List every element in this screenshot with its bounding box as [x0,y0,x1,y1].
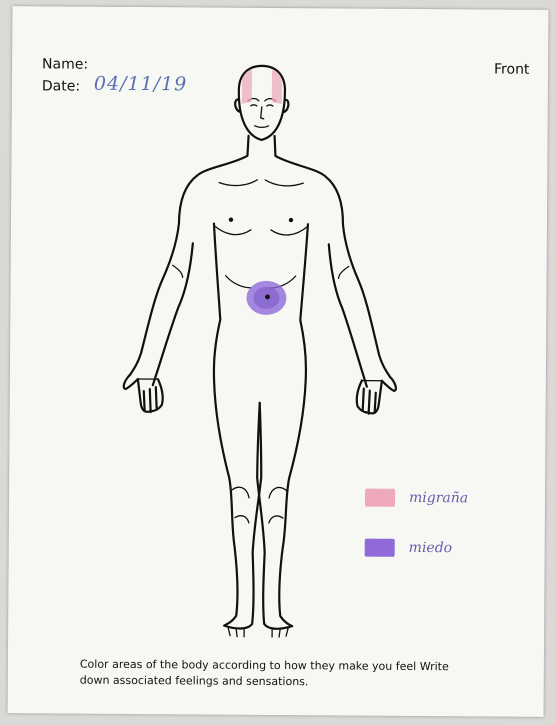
human-body-outline-front-icon [8,6,548,650]
legend-label: miedo [409,540,453,556]
legend-item-fear: miedo [365,539,453,558]
instructions-text: Color areas of the body according to how… [80,657,480,692]
legend-item-migraine: migraña [365,489,468,508]
legend-label: migraña [409,490,468,506]
legend-swatch [365,539,395,557]
worksheet-page: Name: Date: 04/11/19 Front [8,6,549,717]
legend-swatch [365,489,395,507]
